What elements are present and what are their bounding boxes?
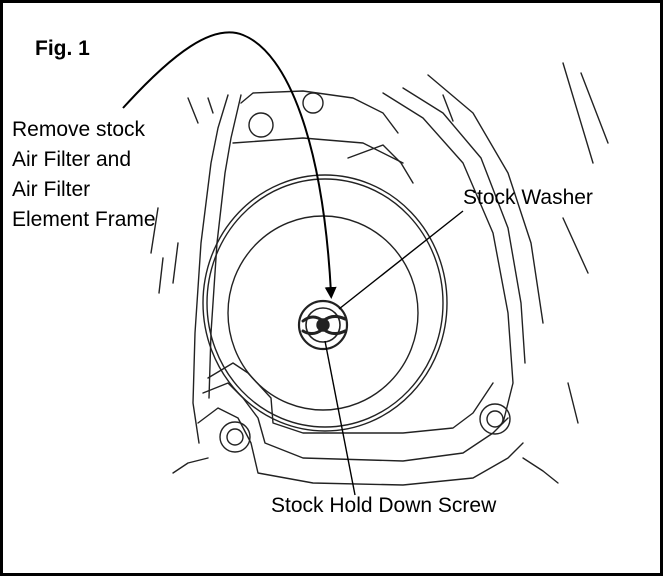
right-detail-line-4 [567,382,579,424]
left-detail-line-2 [172,242,179,284]
clip-top-right [347,144,414,184]
right-detail-line-1 [562,62,594,164]
remove-filter-callout: Remove stock Air Filter and Air Filter E… [12,115,156,235]
bolt-boss-right [479,403,511,435]
housing-left-edge [192,94,229,444]
bolt-hole-right [486,410,504,428]
stock-washer-callout: Stock Washer [463,186,593,209]
left-detail-line-4 [187,97,199,124]
figure-title: Fig. 1 [35,37,90,60]
housing-right-far-edge [427,74,544,324]
air-filter-housing-drawing [122,31,609,496]
housing-top-edge [240,90,399,134]
washer-ring [297,299,349,351]
frame-bottom-right-lip [522,457,559,484]
filter-element-circle [227,215,419,411]
filter-rim-outer [202,174,448,432]
washer-leader-line [338,210,464,310]
housing-top-rim [232,137,404,164]
remove-callout-line-3: Air Filter [12,178,91,201]
frame-bottom-base [197,407,524,486]
bolt-hole-left [226,428,244,446]
mount-hole-top-left [248,112,274,138]
washer-inner [305,307,341,343]
right-detail-line-3 [562,217,589,274]
frame-bottom-left-lip [172,457,209,474]
left-detail-line-3 [158,257,164,294]
screw-head [316,318,330,332]
right-detail-line-2 [580,72,609,144]
housing-left-inner-edge [208,94,242,399]
remove-callout-line-1: Remove stock [12,118,146,141]
remove-callout-line-4: Element Frame [12,208,156,231]
mount-hole-top [302,92,324,114]
housing-right-edge [382,92,514,424]
frame-bottom-inner [207,362,494,434]
screw-leader-line [324,340,356,496]
right-detail-line-5 [442,94,454,122]
left-detail-line-1 [150,207,159,254]
bolt-boss-left [219,421,251,453]
filter-rim-outer-2 [206,178,444,428]
housing-right-outer-edge [402,87,526,364]
left-detail-line-5 [207,97,214,114]
remove-callout-line-2: Air Filter and [12,148,132,171]
remove-arrow [122,31,337,299]
stock-screw-callout: Stock Hold Down Screw [271,494,497,517]
frame-bottom-outer [202,382,509,462]
